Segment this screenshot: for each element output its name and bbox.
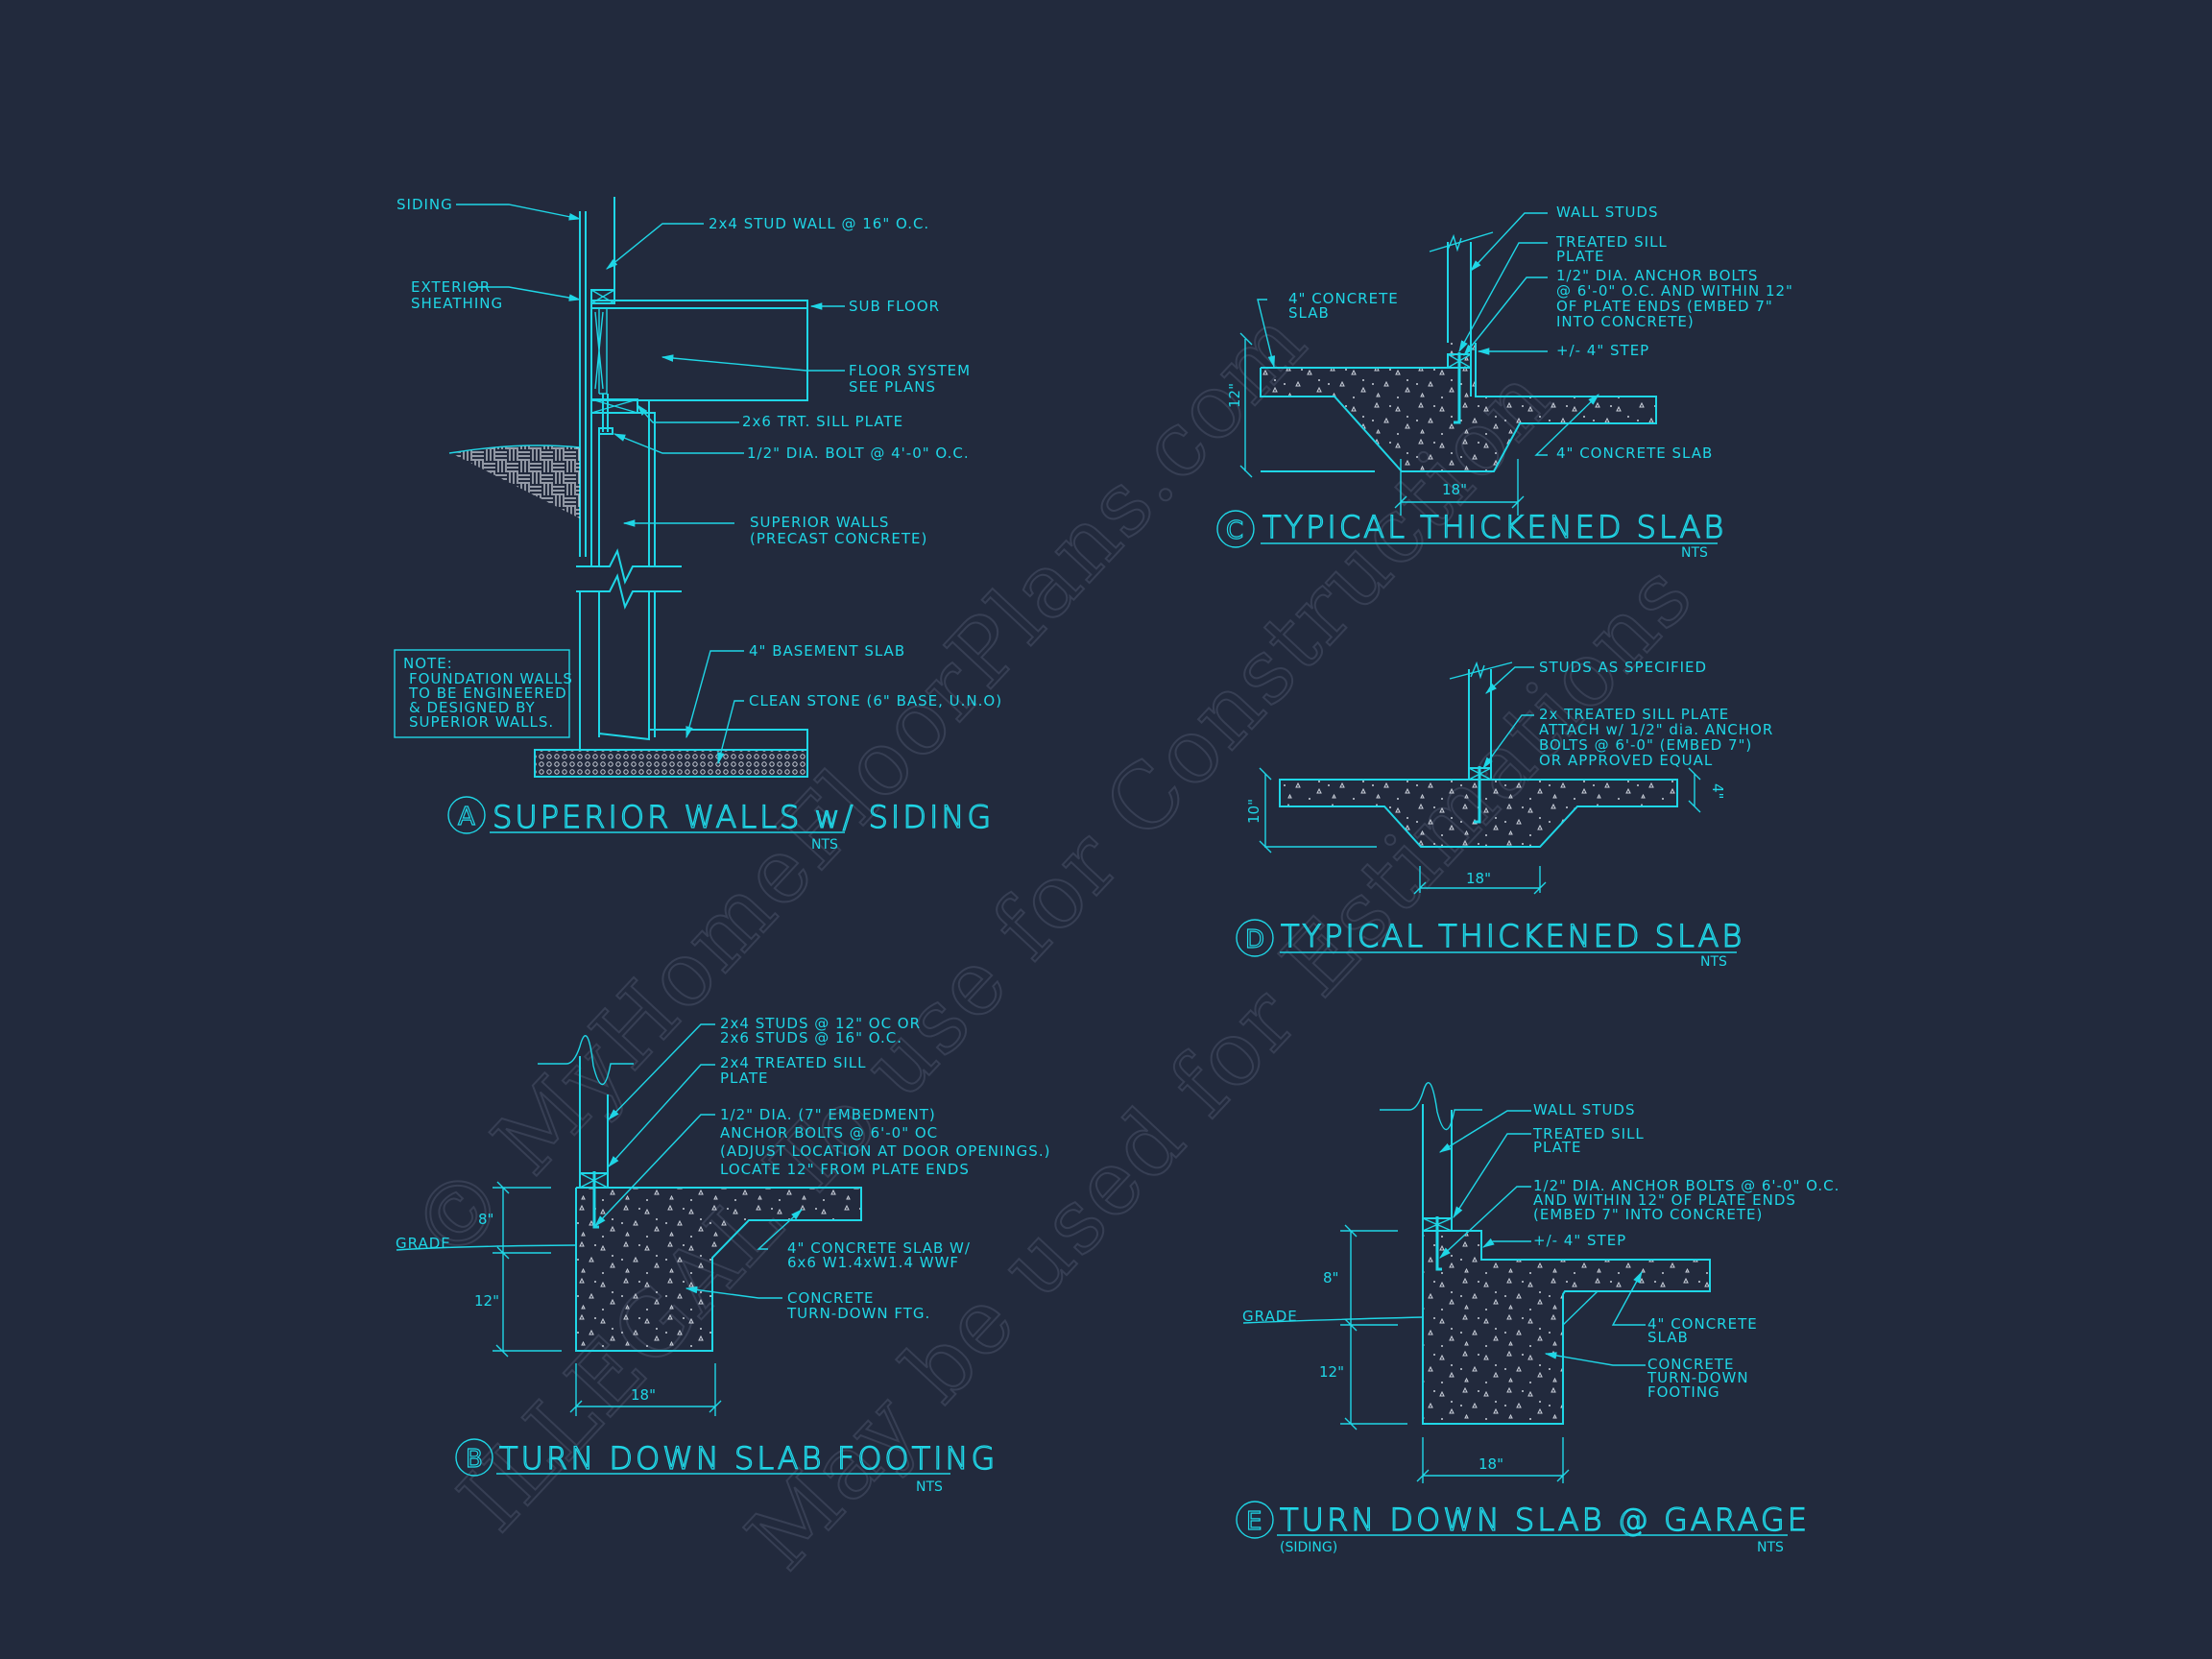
label-e-step: +/- 4" STEP xyxy=(1533,1232,1626,1249)
label-clean-stone: CLEAN STONE (6" BASE, U.N.O) xyxy=(749,692,1002,709)
label-basement-slab: 4" BASEMENT SLAB xyxy=(749,642,905,660)
detail-d: 10" 4" 18" STUDS AS SPECIFIED 2x TREATED… xyxy=(1236,659,1773,970)
label-sub-floor: SUB FLOOR xyxy=(849,298,940,315)
dim-b-below-grade: 12" xyxy=(474,1292,499,1310)
label-e-slab-1: 4" CONCRETE xyxy=(1647,1315,1758,1333)
detail-letter-d: D xyxy=(1245,926,1264,954)
detail-title-c: TYPICAL THICKENED SLAB xyxy=(1262,509,1726,545)
label-ext-sheathing-2: SHEATHING xyxy=(411,295,503,312)
label-bolt: 1/2" DIA. BOLT @ 4'-0" O.C. xyxy=(747,445,970,462)
label-d-sill-4: OR APPROVED EQUAL xyxy=(1539,752,1713,769)
label-b-bolt-4: LOCATE 12" FROM PLATE ENDS xyxy=(720,1161,970,1178)
label-b-slab-1: 4" CONCRETE SLAB W/ xyxy=(787,1239,971,1257)
label-c-sill-1: TREATED SILL xyxy=(1555,233,1668,251)
label-superior-walls-2: (PRECAST CONCRETE) xyxy=(750,530,927,547)
label-e-slab-2: SLAB xyxy=(1647,1329,1689,1346)
label-c-slab-right: 4" CONCRETE SLAB xyxy=(1556,445,1713,462)
detail-title-b: TURN DOWN SLAB FOOTING xyxy=(499,1440,998,1477)
label-ext-sheathing-1: EXTERIOR xyxy=(411,278,491,296)
note-heading: NOTE: xyxy=(403,655,453,672)
label-b-ftg-2: TURN-DOWN FTG. xyxy=(786,1305,930,1322)
detail-marker-a xyxy=(447,796,486,834)
label-floor-system-2: SEE PLANS xyxy=(849,378,936,396)
label-c-slab-left-1: 4" CONCRETE xyxy=(1288,290,1399,307)
dim-d-slab: 4" xyxy=(1709,783,1726,799)
detail-letter-a: A xyxy=(458,803,475,831)
detail-letter-c: C xyxy=(1226,517,1243,545)
label-b-sill-2: PLATE xyxy=(720,1070,768,1087)
label-b-ftg-1: CONCRETE xyxy=(787,1289,875,1307)
label-e-ftg-1: CONCRETE xyxy=(1647,1356,1735,1373)
label-e-ftg-2: TURN-DOWN xyxy=(1647,1369,1749,1386)
detail-letter-e: E xyxy=(1246,1507,1262,1536)
label-e-bolt-1: 1/2" DIA. ANCHOR BOLTS @ 6'-0" O.C. xyxy=(1533,1177,1839,1194)
label-e-bolt-3: (EMBED 7" INTO CONCRETE) xyxy=(1533,1206,1763,1223)
label-c-bolt-2: @ 6'-0" O.C. AND WITHIN 12" xyxy=(1556,282,1793,300)
note-line-2: TO BE ENGINEERED xyxy=(408,685,567,702)
scale-c: NTS xyxy=(1681,545,1708,561)
label-c-bolt-4: INTO CONCRETE) xyxy=(1556,313,1695,330)
label-d-studs: STUDS AS SPECIFIED xyxy=(1539,659,1707,676)
detail-title-d: TYPICAL THICKENED SLAB xyxy=(1281,918,1744,954)
dim-d-depth: 10" xyxy=(1245,799,1262,824)
dim-c-depth: 12" xyxy=(1226,383,1243,408)
label-e-wall-studs: WALL STUDS xyxy=(1533,1101,1636,1118)
label-superior-walls-1: SUPERIOR WALLS xyxy=(750,514,889,531)
detail-e: 8" 12" 18" GRADE WALL STUDS TREATED SILL… xyxy=(1236,1081,1839,1555)
label-b-grade: GRADE xyxy=(396,1235,451,1252)
label-c-bolt-1: 1/2" DIA. ANCHOR BOLTS xyxy=(1556,267,1758,284)
label-c-step: +/- 4" STEP xyxy=(1556,342,1649,359)
label-c-sill-2: PLATE xyxy=(1556,248,1604,265)
label-e-sill-1: TREATED SILL xyxy=(1532,1125,1645,1142)
detail-letter-b: B xyxy=(466,1445,483,1474)
note-line-3: & DESIGNED BY xyxy=(409,699,536,716)
dim-b-above-grade: 8" xyxy=(478,1211,493,1228)
label-d-sill-2: ATTACH w/ 1/2" dia. ANCHOR xyxy=(1539,721,1773,738)
detail-marker-e xyxy=(1236,1501,1274,1539)
detail-marker-d xyxy=(1236,919,1274,957)
detail-marker-c xyxy=(1216,510,1255,548)
note-line-4: SUPERIOR WALLS. xyxy=(409,713,554,731)
dim-e-below-grade: 12" xyxy=(1319,1363,1344,1381)
label-b-bolt-1: 1/2" DIA. (7" EMBEDMENT) xyxy=(720,1106,936,1123)
detail-a: SIDING 2x4 STUD WALL @ 16" O.C. EXTERIOR… xyxy=(394,196,1002,853)
scale-b: NTS xyxy=(916,1479,943,1495)
label-b-bolt-2: ANCHOR BOLTS @ 6'-0" OC xyxy=(720,1124,938,1142)
label-sill-plate: 2x6 TRT. SILL PLATE xyxy=(742,413,903,430)
label-siding: SIDING xyxy=(397,196,453,213)
label-d-sill-1: 2x TREATED SILL PLATE xyxy=(1539,706,1729,723)
detail-c: 12" 18" WALL STUDS TREATED SILL PLATE 1/… xyxy=(1216,204,1793,561)
dim-e-above-grade: 8" xyxy=(1323,1269,1338,1286)
label-c-slab-left-2: SLAB xyxy=(1288,304,1330,322)
detail-b: 8" 12" 18" GRADE 2x4 STUDS @ 12" OC OR 2… xyxy=(396,1015,1050,1495)
label-b-studs-2: 2x6 STUDS @ 16" O.C. xyxy=(720,1029,902,1046)
label-b-slab-2: 6x6 W1.4xW1.4 WWF xyxy=(787,1254,959,1271)
scale-a: NTS xyxy=(811,837,838,853)
detail-marker-b xyxy=(455,1438,493,1477)
label-floor-system-1: FLOOR SYSTEM xyxy=(849,362,971,379)
dim-b-width: 18" xyxy=(631,1386,656,1404)
note-line-1: FOUNDATION WALLS xyxy=(409,670,573,687)
label-d-sill-3: BOLTS @ 6'-0" (EMBED 7") xyxy=(1539,736,1752,754)
label-e-bolt-2: AND WITHIN 12" OF PLATE ENDS xyxy=(1533,1191,1796,1209)
label-b-bolt-3: (ADJUST LOCATION AT DOOR OPENINGS.) xyxy=(720,1142,1050,1160)
label-e-ftg-3: FOOTING xyxy=(1647,1383,1720,1401)
dim-e-width: 18" xyxy=(1479,1455,1503,1473)
label-b-studs-1: 2x4 STUDS @ 12" OC OR xyxy=(720,1015,921,1032)
label-c-bolt-3: OF PLATE ENDS (EMBED 7" xyxy=(1556,298,1773,315)
label-c-wall-studs: WALL STUDS xyxy=(1556,204,1659,221)
dim-d-width: 18" xyxy=(1466,870,1491,887)
note-box xyxy=(394,649,570,738)
detail-title-e: TURN DOWN SLAB @ GARAGE xyxy=(1280,1502,1810,1538)
label-b-sill-1: 2x4 TREATED SILL xyxy=(720,1054,867,1071)
dim-c-width: 18" xyxy=(1442,481,1467,498)
label-e-sill-2: PLATE xyxy=(1533,1139,1581,1156)
scale-d: NTS xyxy=(1700,954,1727,970)
label-stud-wall: 2x4 STUD WALL @ 16" O.C. xyxy=(709,215,929,232)
detail-title-a: SUPERIOR WALLS w/ SIDING xyxy=(493,799,994,835)
scale-e: NTS xyxy=(1757,1540,1784,1555)
subtitle-e: (SIDING) xyxy=(1280,1540,1337,1555)
label-e-grade: GRADE xyxy=(1242,1308,1298,1325)
